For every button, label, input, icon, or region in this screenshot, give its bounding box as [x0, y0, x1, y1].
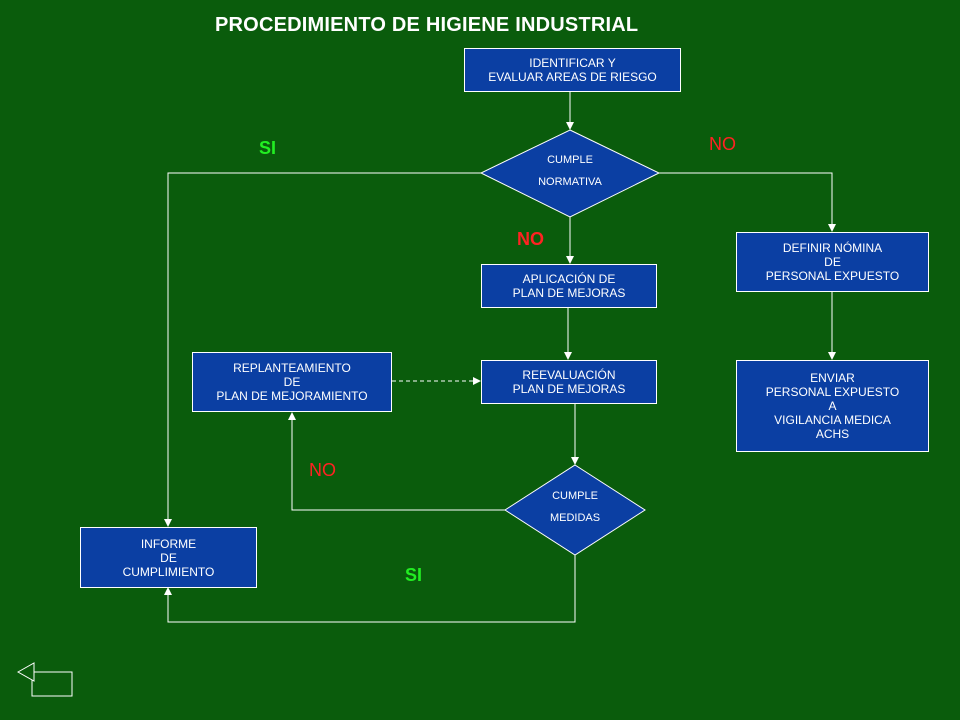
branch-label-si-top: SI	[259, 138, 277, 158]
arrow-medidas-to-informe	[164, 555, 576, 623]
return-arrow-icon[interactable]	[16, 662, 73, 697]
box-aplicacion-plan[interactable]: APLICACIÓN DE PLAN DE MEJORAS	[481, 264, 657, 308]
decision-label-normativa: CUMPLE NORMATIVA	[538, 154, 602, 188]
box-replanteamiento[interactable]: REPLANTEAMIENTO DE PLAN DE MEJORAMIENTO	[192, 352, 392, 412]
box-enviar-personal[interactable]: ENVIAR PERSONAL EXPUESTO A VIGILANCIA ME…	[736, 360, 929, 452]
box-reevaluacion[interactable]: REEVALUACIÓN PLAN DE MEJORAS	[481, 360, 657, 404]
box-identificar-evaluar[interactable]: IDENTIFICAR Y EVALUAR AREAS DE RIESGO	[464, 48, 681, 92]
branch-label-no-center: NO	[517, 229, 544, 249]
decision-label-medidas: CUMPLE MEDIDAS	[549, 490, 601, 524]
box-informe-cumplimiento[interactable]: INFORME DE CUMPLIMIENTO	[80, 527, 257, 588]
page-title: PROCEDIMIENTO DE HIGIENE INDUSTRIAL	[215, 14, 639, 36]
branch-label-si-bottom: SI	[405, 565, 423, 585]
arrow-normativa-to-definir	[659, 172, 836, 232]
branch-label-no-left: NO	[309, 460, 336, 480]
box-definir-nomina[interactable]: DEFINIR NÓMINA DE PERSONAL EXPUESTO	[736, 232, 929, 292]
arrow-normativa-to-informe	[164, 172, 481, 527]
branch-label-no-right: NO	[709, 134, 736, 154]
arrow-medidas-to-replanteamiento	[288, 412, 505, 511]
